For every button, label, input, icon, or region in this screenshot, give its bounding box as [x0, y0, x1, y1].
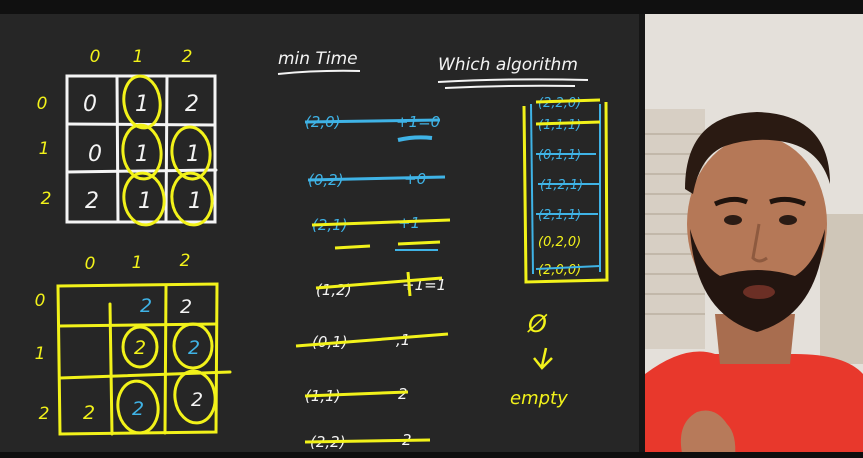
whiteboard: 0 1 2 0 1 2 0 1 2 0 1 1 2 1 1 — [0, 14, 645, 458]
grid-1-cell-1-2: 1 — [186, 142, 200, 167]
grid-2-col-0: 0 — [85, 254, 96, 274]
grid-1-cell-2-0: 2 — [85, 189, 99, 214]
grid-1-cell-2-1: 1 — [138, 189, 152, 214]
stack-item-3: (1,2,1) — [540, 178, 583, 193]
grid-1-row-2: 2 — [41, 189, 52, 209]
grid-2-cell-2-0: 2 — [83, 402, 95, 424]
top-bar — [0, 0, 863, 14]
queue-item-3-pair: (1,2) — [316, 281, 352, 299]
grid-1-cell-1-0: 0 — [88, 142, 102, 167]
grid-2-cell-2-2: 2 — [191, 389, 203, 411]
grid-2-highlights — [116, 322, 217, 435]
queue-item-4-time: ,1 — [396, 331, 410, 349]
grid-2-row-0: 0 — [35, 291, 46, 311]
down-arrow-icon — [533, 347, 553, 370]
grid-2 — [56, 282, 232, 436]
stack-item-1: (1,1,1) — [538, 118, 581, 133]
stack-box — [522, 101, 609, 284]
queue-list: (2,0) +1=0 (0,2) +0 (2,1) +1 (1,2) +1=1 … — [295, 113, 451, 451]
grid-1-row-1: 1 — [39, 139, 50, 159]
hair — [685, 112, 830, 194]
grid-1-row-0: 0 — [37, 94, 48, 114]
queue-item-5-time: 2 — [398, 385, 408, 403]
stack-item-2: (0,1,1) — [538, 148, 581, 163]
algorithm-title: Which algorithm — [438, 55, 578, 75]
grid-1-col-1: 1 — [133, 47, 144, 67]
beard — [690, 229, 825, 332]
grid-2-row-1: 1 — [35, 344, 46, 364]
stack-item-5: (0,2,0) — [538, 235, 581, 250]
hand — [680, 410, 736, 458]
face — [687, 136, 827, 312]
whiteboard-drawing: 0 1 2 0 1 2 0 1 2 0 1 1 2 1 1 — [35, 47, 609, 451]
grid-1-col-0: 0 — [90, 47, 101, 67]
shirt — [645, 351, 863, 458]
stack-item-0: (2,2,0) — [538, 96, 581, 111]
grid-2-cell-0-1: 2 — [140, 295, 152, 317]
empty-symbol: Ø — [527, 310, 548, 338]
grid-1-cell-0-1: 1 — [135, 92, 149, 117]
bottom-bar — [0, 452, 863, 458]
grid-2-cell-0-2: 2 — [180, 296, 192, 318]
min-time-title: min Time — [278, 49, 358, 69]
grid-2-col-2: 2 — [180, 251, 191, 271]
empty-label: empty — [510, 388, 568, 409]
webcam-feed — [645, 14, 863, 458]
grid-2-cell-1-2: 2 — [188, 337, 200, 359]
stack-items: (2,2,0) (1,1,1) (0,1,1) (1,2,1) (2,1,1) … — [535, 96, 601, 278]
stack-item-4: (2,1,1) — [538, 208, 581, 223]
grid-1-cell-2-2: 1 — [188, 189, 202, 214]
grid-1-cell-0-0: 0 — [83, 92, 97, 117]
grid-1-col-2: 2 — [182, 47, 193, 67]
grid-2-col-1: 1 — [132, 253, 143, 273]
grid-2-cell-1-1: 2 — [134, 337, 146, 359]
grid-1-cell-1-1: 1 — [135, 142, 149, 167]
grid-2-cell-2-1: 2 — [132, 398, 144, 420]
grid-1-highlights — [121, 74, 214, 227]
grid-2-row-2: 2 — [39, 404, 50, 424]
queue-item-0-time: +1=0 — [396, 113, 440, 131]
grid-1-cell-0-2: 2 — [185, 92, 199, 117]
webcam-image — [645, 14, 863, 458]
stack-item-6: (2,0,0) — [538, 263, 581, 278]
queue-item-2-time: +1 — [398, 214, 420, 232]
